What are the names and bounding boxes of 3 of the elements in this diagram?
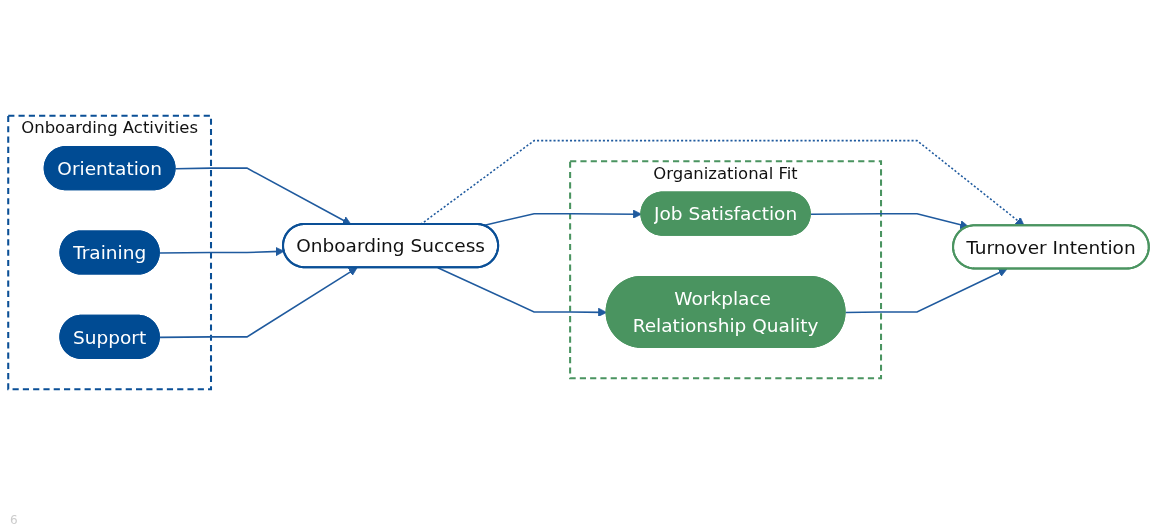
arrow (159, 247, 285, 257)
arrow (810, 212, 969, 230)
arrow (159, 267, 358, 339)
